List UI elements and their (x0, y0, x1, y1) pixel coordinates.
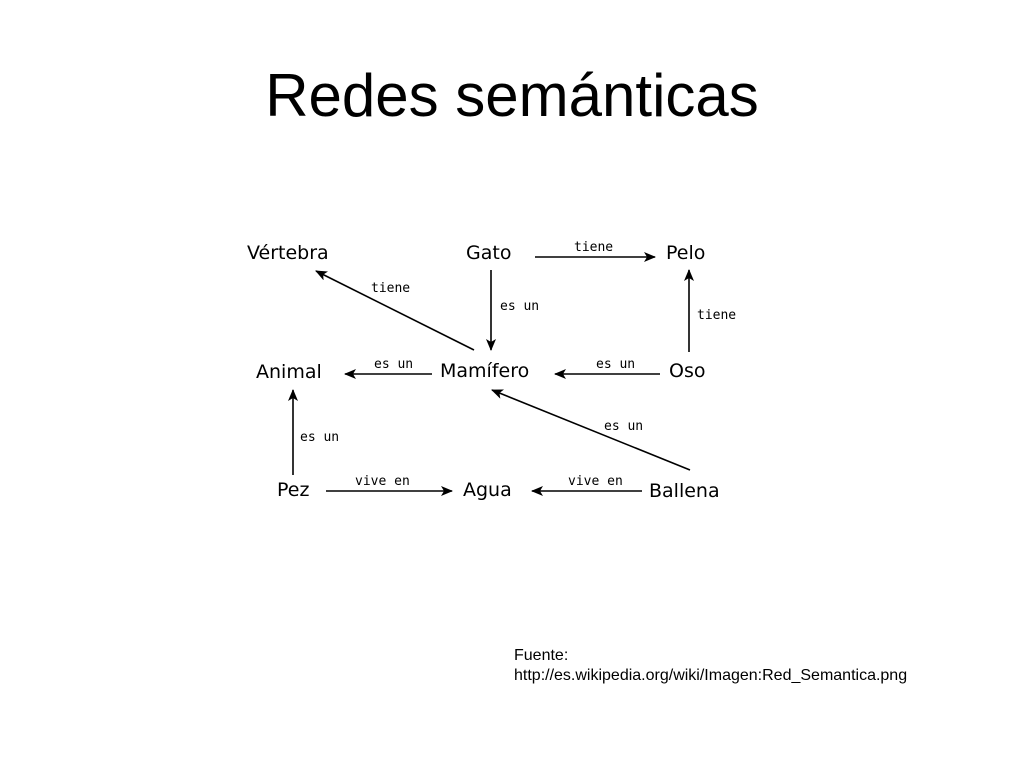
edge-label-mamifero-animal: es un (374, 357, 413, 372)
slide-title: Redes semánticas (265, 62, 759, 129)
edge-label-ballena-agua: vive en (568, 474, 623, 489)
node-mamifero: Mamífero (440, 360, 529, 382)
source-url: http://es.wikipedia.org/wiki/Imagen:Red_… (514, 667, 908, 684)
edge-label-gato-pelo: tiene (574, 240, 613, 255)
node-vertebra: Vértebra (247, 242, 329, 264)
source-citation: Fuente: http://es.wikipedia.org/wiki/Ima… (514, 646, 907, 686)
node-pelo: Pelo (666, 242, 705, 264)
node-ballena: Ballena (649, 480, 720, 502)
node-oso: Oso (669, 360, 705, 382)
node-gato: Gato (466, 242, 511, 264)
edge-label-oso-pelo: tiene (697, 308, 736, 323)
edge-label-pez-animal: es un (300, 430, 339, 445)
source-label: Fuente: (514, 647, 569, 664)
node-animal: Animal (256, 361, 322, 383)
node-agua: Agua (463, 479, 512, 501)
edge-label-ballena-mamifero: es un (604, 419, 643, 434)
edge-label-mamifero-vertebra: tiene (371, 281, 410, 296)
edge-mamifero-vertebra (315, 270, 475, 351)
edge-label-oso-mamifero: es un (596, 357, 635, 372)
edge-label-gato-mamifero: es un (500, 299, 539, 314)
edge-label-pez-agua: vive en (355, 474, 410, 489)
edge-ballena-mamifero (491, 389, 691, 471)
node-pez: Pez (277, 479, 309, 501)
